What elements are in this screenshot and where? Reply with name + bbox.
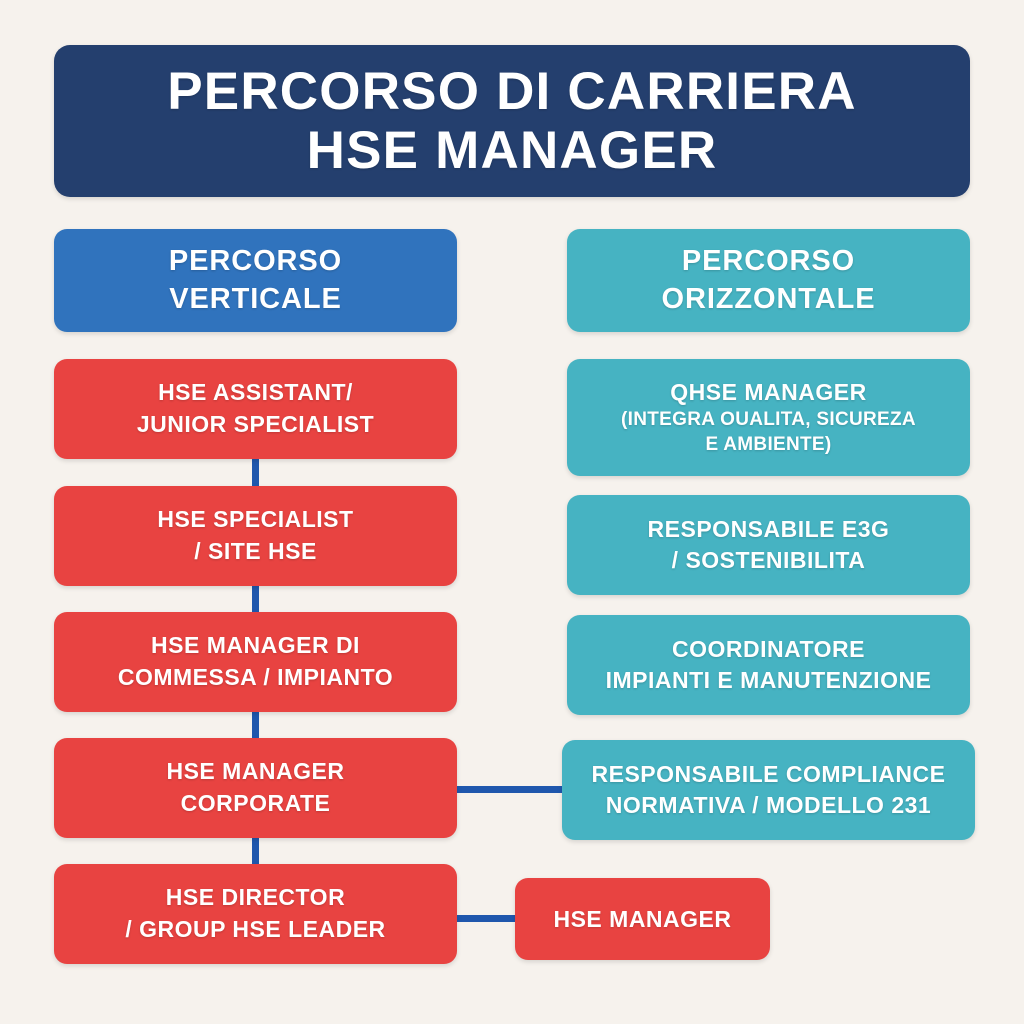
horizontal-node-2-line-1: RESPONSABILE E3G [647,515,890,542]
vertical-node-1-line-2: JUNIOR SPECIALIST [136,411,375,437]
diagram-title-banner: PERCORSO DI CARRIERA HSE MANAGER [54,45,970,197]
connector-vertical-1 [252,452,259,494]
vertical-node-3: HSE MANAGER DI COMMESSA / IMPIANTO [54,612,457,712]
column-header-vertical-path: PERCORSO VERTICALE [54,229,457,332]
connector-director-to-hse-manager [452,915,520,922]
horizontal-node-4-line-2: NORMATIVA / MODELLO 231 [605,792,932,818]
horizontal-node-1-line-3: E AMBIENTE) [705,434,832,456]
column-header-vertical-line-1: PERCORSO [168,245,343,278]
vertical-node-3-line-2: COMMESSA / IMPIANTO [117,664,394,690]
diagram-title-line-1: PERCORSO DI CARRIERA [167,61,857,121]
vertical-node-1: HSE ASSISTANT/ JUNIOR SPECIALIST [54,359,457,459]
horizontal-node-2-line-2: / SOSTENIBILITA [671,547,866,573]
vertical-node-2-line-2: / SITE HSE [194,538,317,564]
vertical-node-4-line-1: HSE MANAGER [166,758,345,785]
vertical-node-2: HSE SPECIALIST / SITE HSE [54,486,457,586]
vertical-node-3-line-1: HSE MANAGER DI [151,632,360,659]
horizontal-node-3-line-2: IMPIANTI E MANUTENZIONE [605,667,932,693]
column-header-horizontal-line-1: PERCORSO [681,245,856,278]
connector-vertical-4 [252,831,259,872]
horizontal-node-4: RESPONSABILE COMPLIANCE NORMATIVA / MODE… [562,740,975,840]
column-header-vertical-line-2: VERTICALE [169,282,342,315]
horizontal-node-2: RESPONSABILE E3G / SOSTENIBILITA [567,495,970,595]
diagram-title-line-2: HSE MANAGER [306,121,718,180]
column-header-horizontal-path: PERCORSO ORIZZONTALE [567,229,970,332]
horizontal-node-1-line-1: QHSE MANAGER [670,379,867,406]
vertical-node-4: HSE MANAGER CORPORATE [54,738,457,838]
horizontal-node-1-line-2: (INTEGRA OUALITA, SICUREZA [621,409,916,431]
connector-vertical-3 [252,705,259,746]
vertical-node-4-line-2: CORPORATE [180,790,331,816]
side-node-label: HSE MANAGER [553,905,732,932]
horizontal-node-3-line-1: COORDINATORE [672,635,865,662]
connector-vertical-2 [252,579,259,620]
vertical-node-5: HSE DIRECTOR / GROUP HSE LEADER [54,864,457,964]
horizontal-node-4-line-1: RESPONSABILE COMPLIANCE [591,760,946,787]
vertical-node-5-line-2: / GROUP HSE LEADER [125,916,386,942]
vertical-node-2-line-1: HSE SPECIALIST [157,506,354,533]
vertical-node-1-line-1: HSE ASSISTANT/ [158,379,353,406]
side-node-hse-manager: HSE MANAGER [515,878,770,960]
column-header-horizontal-line-2: ORIZZONTALE [661,282,876,315]
vertical-node-5-line-1: HSE DIRECTOR [165,884,346,911]
horizontal-node-1: QHSE MANAGER (INTEGRA OUALITA, SICUREZA … [567,359,970,476]
connector-corporate-to-compliance [452,786,570,793]
horizontal-node-3: COORDINATORE IMPIANTI E MANUTENZIONE [567,615,970,715]
